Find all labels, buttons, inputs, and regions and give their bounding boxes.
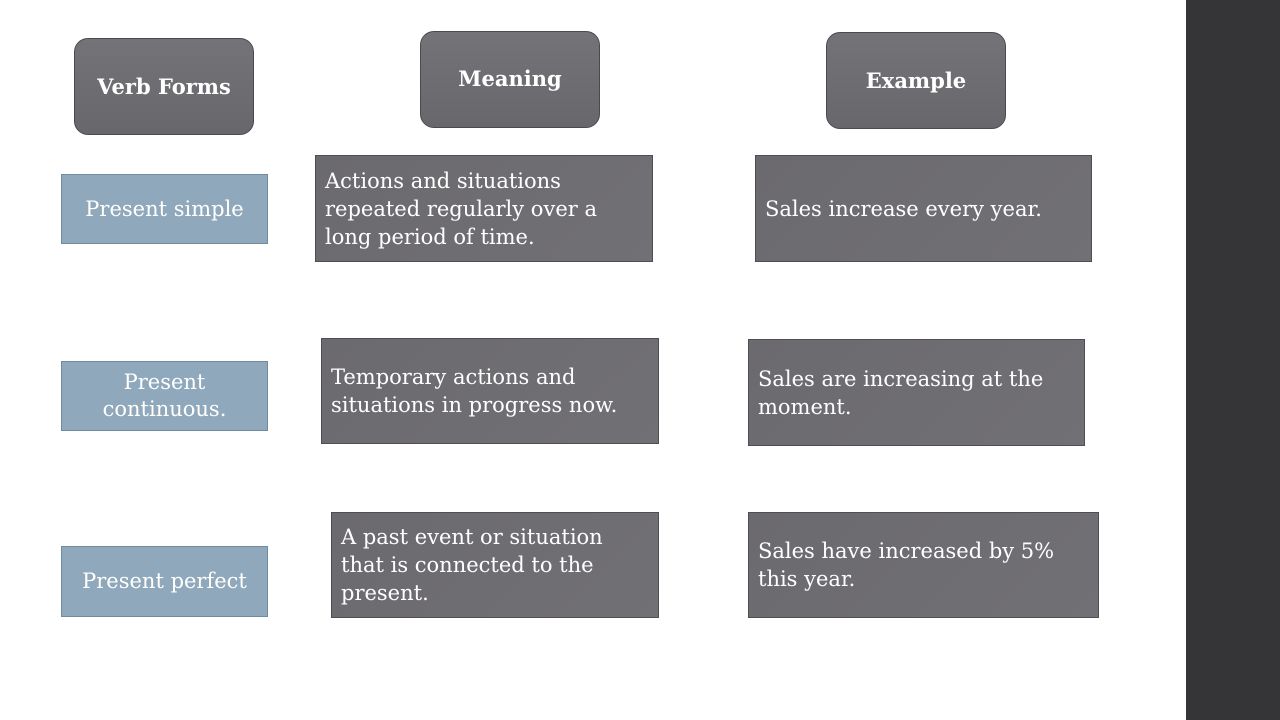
example-text: Sales have increased by 5% this year. — [758, 539, 1055, 591]
meaning-text: Actions and situations repeated regularl… — [325, 168, 597, 249]
header-verb-forms-label: Verb Forms — [97, 73, 231, 99]
header-meaning: Meaning — [420, 31, 600, 128]
example-text: Sales increase every year. — [765, 196, 1042, 221]
header-verb-forms: Verb Forms — [74, 38, 254, 135]
meaning-present-continuous: Temporary actions and situations in prog… — [321, 338, 659, 444]
example-present-perfect: Sales have increased by 5% this year. — [748, 512, 1099, 618]
example-text: Sales are increasing at the moment. — [758, 366, 1044, 419]
header-meaning-label: Meaning — [458, 65, 562, 91]
meaning-text: A past event or situation that is connec… — [341, 525, 603, 605]
verb-form-present-simple: Present simple — [61, 174, 268, 244]
header-example-label: Example — [865, 67, 967, 93]
verb-form-label: Present perfect — [82, 569, 247, 593]
meaning-present-simple: Actions and situations repeated regularl… — [315, 155, 653, 262]
header-example: Example — [826, 32, 1006, 129]
example-present-continuous: Sales are increasing at the moment. — [748, 339, 1085, 446]
verb-form-label: Present simple — [85, 196, 244, 221]
meaning-text: Temporary actions and situations in prog… — [331, 365, 618, 417]
verb-form-label: Present continuous. — [102, 370, 227, 421]
slide-side-panel — [1186, 0, 1280, 720]
meaning-present-perfect: A past event or situation that is connec… — [331, 512, 659, 618]
verb-form-present-perfect: Present perfect — [61, 546, 268, 617]
example-present-simple: Sales increase every year. — [755, 155, 1092, 262]
verb-form-present-continuous: Present continuous. — [61, 361, 268, 431]
